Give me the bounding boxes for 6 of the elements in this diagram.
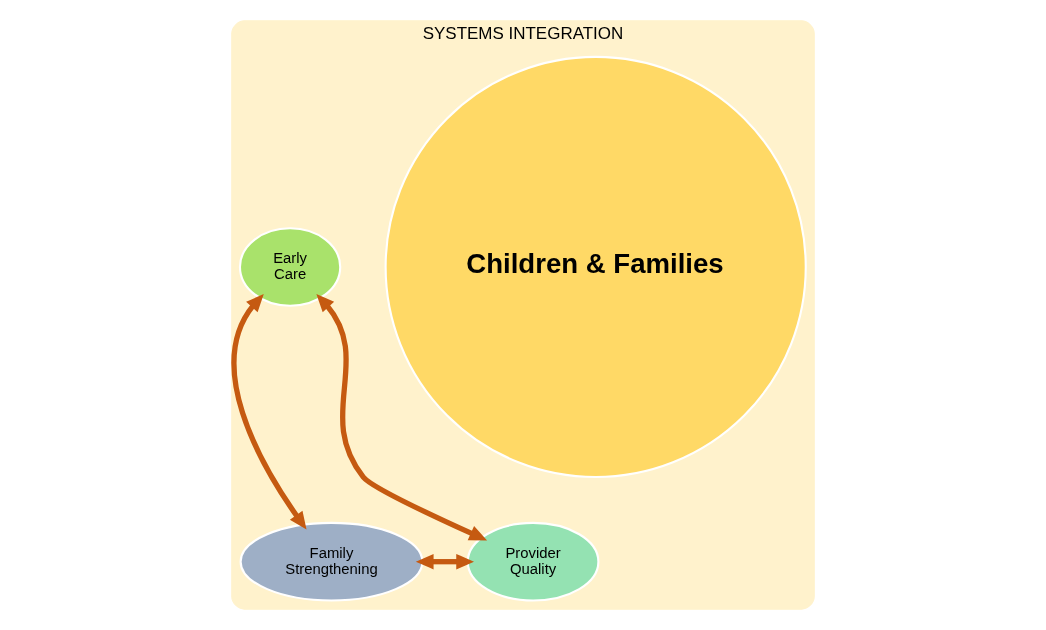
arrow	[316, 293, 488, 541]
node-ellipse: Family Strengthening	[239, 521, 424, 602]
arrow	[231, 293, 307, 530]
node-ellipse: Early Care	[238, 227, 342, 307]
arrow	[415, 553, 475, 570]
node-circle: Children & Families	[384, 55, 807, 479]
